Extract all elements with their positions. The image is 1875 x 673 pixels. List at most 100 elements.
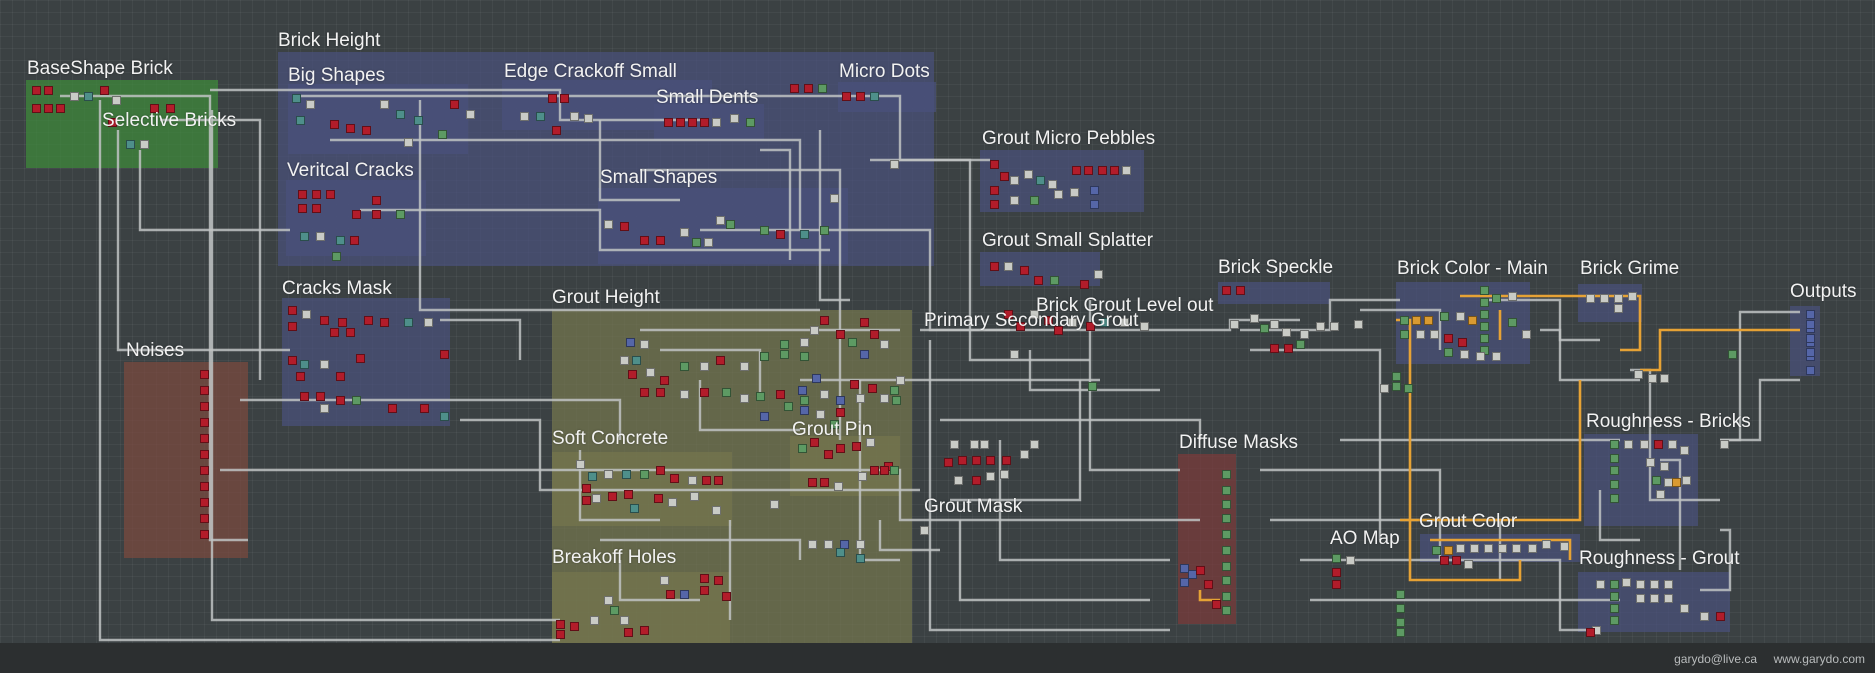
graph-node[interactable] (288, 356, 297, 365)
graph-node[interactable] (1728, 350, 1737, 359)
graph-node[interactable] (200, 530, 209, 539)
graph-node[interactable] (1480, 322, 1489, 331)
graph-node[interactable] (1622, 578, 1631, 587)
graph-node[interactable] (1222, 606, 1231, 615)
graph-node[interactable] (1044, 316, 1053, 325)
graph-node[interactable] (1004, 262, 1013, 271)
graph-node[interactable] (1222, 592, 1231, 601)
graph-node[interactable] (536, 112, 545, 121)
graph-node[interactable] (954, 476, 963, 485)
graph-node[interactable] (1600, 294, 1609, 303)
graph-node[interactable] (404, 138, 413, 147)
graph-node[interactable] (836, 444, 845, 453)
graph-node[interactable] (656, 388, 665, 397)
graph-node[interactable] (1610, 592, 1619, 601)
graph-node[interactable] (1614, 294, 1623, 303)
graph-node[interactable] (372, 196, 381, 205)
graph-node[interactable] (150, 104, 159, 113)
graph-node[interactable] (856, 92, 865, 101)
graph-node[interactable] (920, 526, 929, 535)
graph-node[interactable] (1222, 514, 1231, 523)
graph-node[interactable] (356, 354, 365, 363)
graph-node[interactable] (624, 490, 633, 499)
graph-node[interactable] (350, 236, 359, 245)
graph-node[interactable] (1400, 330, 1409, 339)
graph-node[interactable] (200, 418, 209, 427)
graph-node[interactable] (1424, 316, 1433, 325)
graph-node[interactable] (1656, 490, 1665, 499)
graph-node[interactable] (1260, 324, 1269, 333)
graph-node[interactable] (1010, 196, 1019, 205)
graph-node[interactable] (716, 356, 725, 365)
graph-node[interactable] (1650, 580, 1659, 589)
graph-node[interactable] (850, 380, 859, 389)
graph-node[interactable] (1444, 546, 1453, 555)
graph-node[interactable] (990, 262, 999, 271)
graph-node[interactable] (800, 406, 809, 415)
graph-node[interactable] (1464, 560, 1473, 569)
graph-node[interactable] (450, 100, 459, 109)
graph-node[interactable] (296, 116, 305, 125)
frame-grout-micro-pebbles[interactable] (980, 150, 1144, 212)
graph-node[interactable] (1806, 310, 1815, 319)
graph-node[interactable] (1354, 320, 1363, 329)
graph-node[interactable] (608, 492, 617, 501)
graph-node[interactable] (320, 360, 329, 369)
graph-node[interactable] (680, 590, 689, 599)
graph-node[interactable] (620, 356, 629, 365)
graph-node[interactable] (856, 540, 865, 549)
graph-node[interactable] (1470, 544, 1479, 553)
graph-node[interactable] (824, 450, 833, 459)
graph-node[interactable] (1396, 618, 1405, 627)
graph-node[interactable] (610, 606, 619, 615)
graph-node[interactable] (592, 494, 601, 503)
graph-node[interactable] (632, 356, 641, 365)
graph-node[interactable] (990, 200, 999, 209)
graph-node[interactable] (388, 404, 397, 413)
graph-node[interactable] (56, 104, 65, 113)
graph-node[interactable] (1716, 612, 1725, 621)
graph-node[interactable] (800, 396, 809, 405)
graph-node[interactable] (812, 374, 821, 383)
graph-node[interactable] (1380, 384, 1389, 393)
graph-node[interactable] (700, 362, 709, 371)
graph-node[interactable] (1000, 172, 1009, 181)
graph-node[interactable] (1444, 348, 1453, 357)
graph-node[interactable] (1624, 440, 1633, 449)
graph-node[interactable] (688, 476, 697, 485)
graph-node[interactable] (1412, 316, 1421, 325)
graph-node[interactable] (1090, 200, 1099, 209)
graph-node[interactable] (1270, 320, 1279, 329)
graph-node[interactable] (332, 252, 341, 261)
graph-node[interactable] (582, 484, 591, 493)
graph-node[interactable] (1512, 544, 1521, 553)
graph-node[interactable] (346, 328, 355, 337)
graph-node[interactable] (1640, 440, 1649, 449)
graph-node[interactable] (200, 434, 209, 443)
graph-node[interactable] (1444, 334, 1453, 343)
graph-node[interactable] (834, 482, 843, 491)
graph-node[interactable] (848, 338, 857, 347)
graph-node[interactable] (1090, 186, 1099, 195)
graph-node[interactable] (1806, 334, 1815, 343)
graph-node[interactable] (646, 368, 655, 377)
graph-node[interactable] (700, 118, 709, 127)
graph-node[interactable] (44, 104, 53, 113)
graph-node[interactable] (1270, 344, 1279, 353)
graph-node[interactable] (958, 456, 967, 465)
graph-node[interactable] (330, 120, 339, 129)
graph-node[interactable] (1628, 292, 1637, 301)
graph-node[interactable] (836, 396, 845, 405)
graph-node[interactable] (1048, 180, 1057, 189)
graph-node[interactable] (1468, 316, 1477, 325)
graph-node[interactable] (1508, 318, 1517, 327)
graph-node[interactable] (1010, 176, 1019, 185)
graph-node[interactable] (776, 230, 785, 239)
graph-node[interactable] (200, 450, 209, 459)
graph-node[interactable] (640, 626, 649, 635)
graph-node[interactable] (1222, 470, 1231, 479)
graph-node[interactable] (628, 370, 637, 379)
graph-node[interactable] (1660, 462, 1669, 471)
graph-node[interactable] (1296, 340, 1305, 349)
